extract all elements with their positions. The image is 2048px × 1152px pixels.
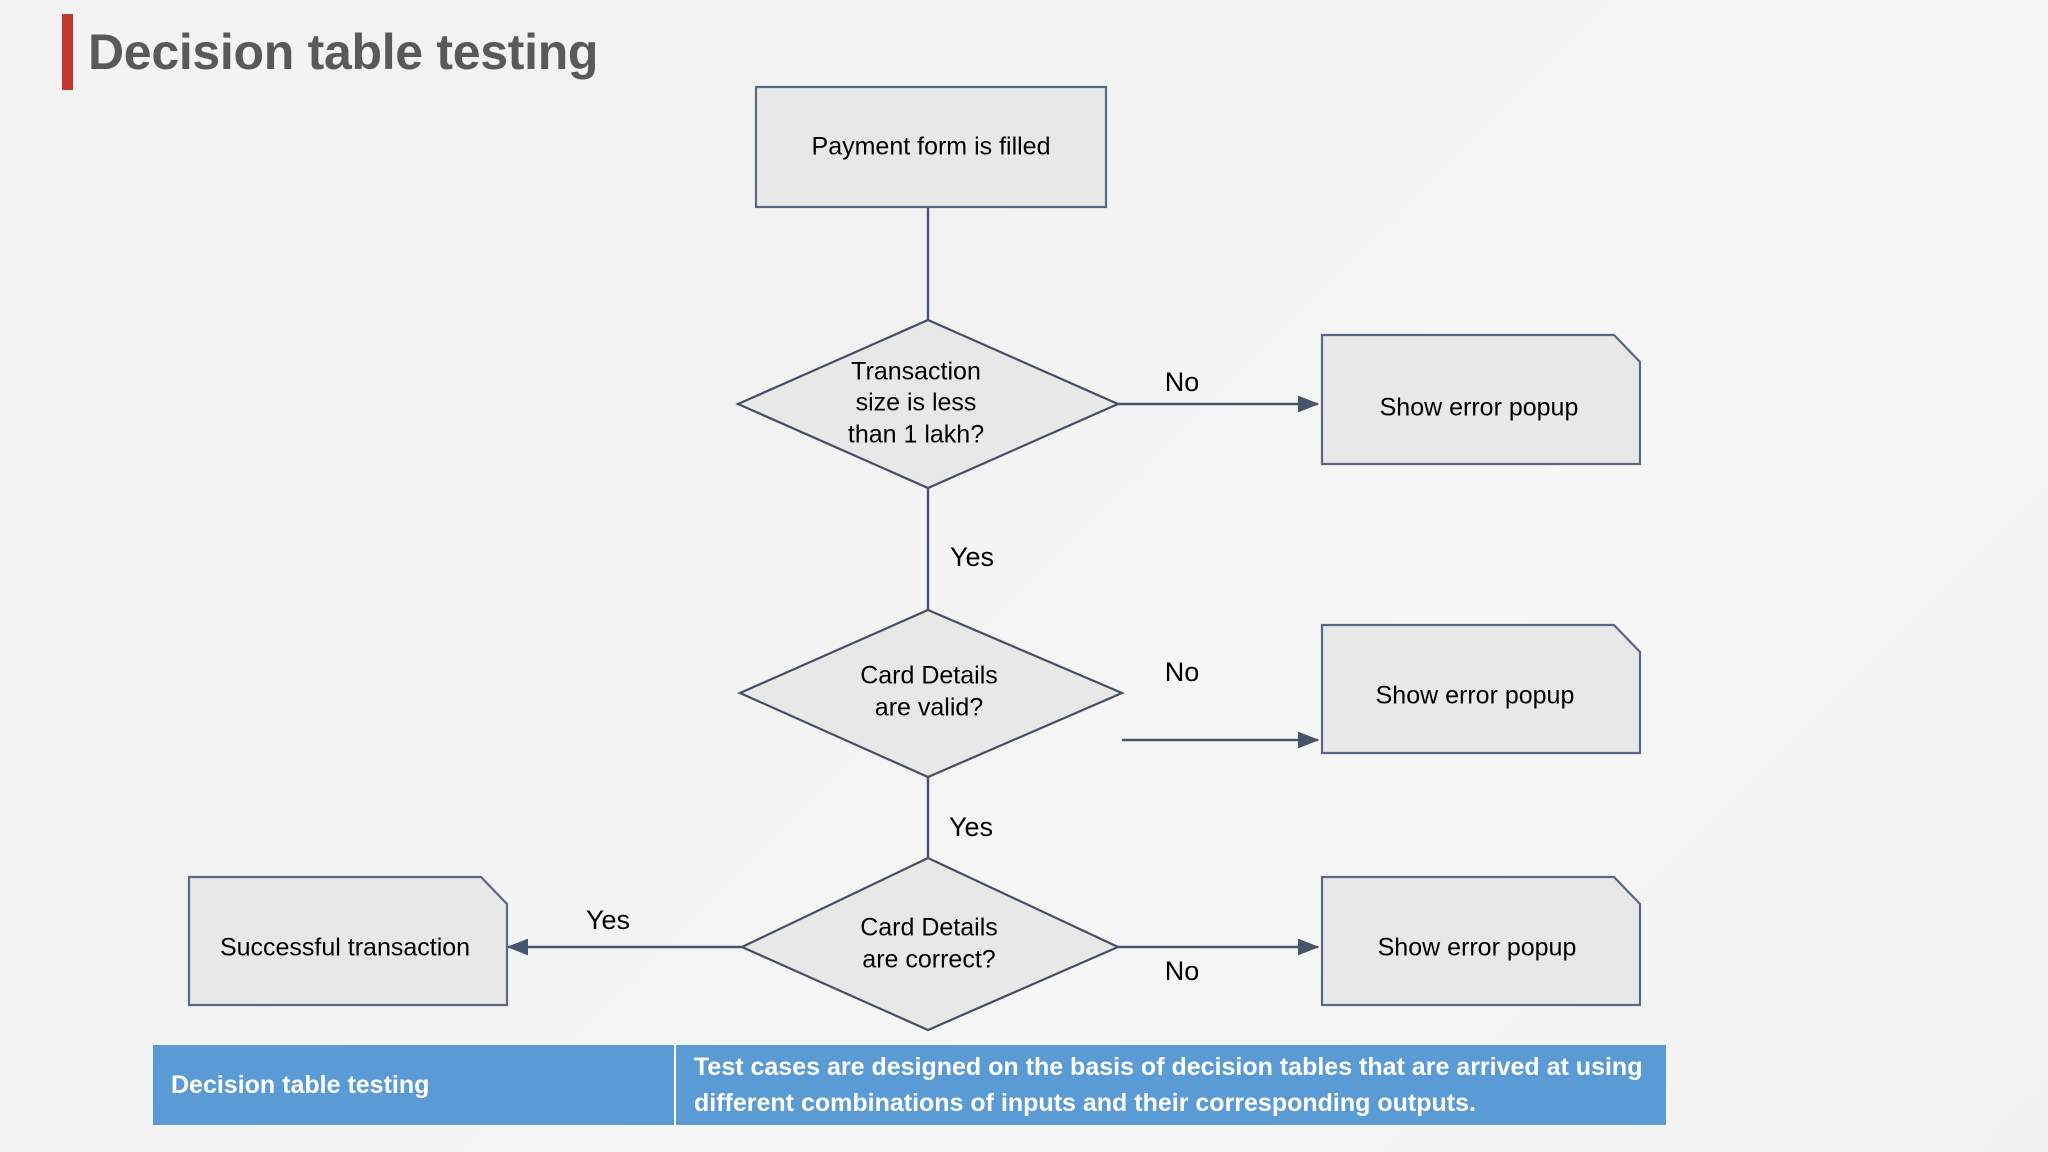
edge-label-decision1-yes: Yes bbox=[950, 542, 994, 572]
node-transaction-size-decision[interactable]: Transaction size is less than 1 lakh? bbox=[735, 318, 1121, 490]
edge-label-decision3-yes: Yes bbox=[586, 905, 630, 935]
node-show-error-popup-1[interactable]: Show error popup bbox=[1320, 333, 1642, 466]
node-label-decision1-line1: Transaction bbox=[851, 358, 981, 386]
edge-label-decision1-no: No bbox=[1165, 367, 1200, 397]
edge-label-decision2-no: No bbox=[1165, 657, 1200, 687]
node-label-decision3-line1: Card Details bbox=[860, 914, 998, 942]
page-title: Decision table testing bbox=[88, 24, 599, 80]
edge-label-decision3-no: No bbox=[1165, 956, 1200, 986]
node-successful-transaction[interactable]: Successful transaction bbox=[187, 875, 509, 1007]
banner-description-cell: Test cases are designed on the basis of … bbox=[676, 1045, 1666, 1125]
node-show-error-popup-2[interactable]: Show error popup bbox=[1320, 623, 1642, 755]
node-show-error-popup-3[interactable]: Show error popup bbox=[1320, 875, 1642, 1007]
title-accent-bar bbox=[62, 14, 73, 90]
node-label-error3: Show error popup bbox=[1378, 934, 1577, 962]
node-card-details-valid-decision[interactable]: Card Details are valid? bbox=[737, 608, 1125, 779]
node-label-decision2-line2: are valid? bbox=[875, 694, 983, 722]
definition-banner: Decision table testing Test cases are de… bbox=[153, 1045, 1666, 1125]
banner-term-cell: Decision table testing bbox=[153, 1045, 676, 1125]
banner-term-label: Decision table testing bbox=[171, 1071, 430, 1099]
node-label-decision3-line2: are correct? bbox=[862, 946, 995, 974]
node-label-start: Payment form is filled bbox=[812, 133, 1051, 161]
node-label-success: Successful transaction bbox=[220, 934, 470, 962]
node-label-decision1-line3: than 1 lakh? bbox=[848, 421, 984, 449]
edge-label-decision2-yes: Yes bbox=[949, 812, 993, 842]
node-card-details-correct-decision[interactable]: Card Details are correct? bbox=[739, 856, 1121, 1032]
node-payment-form-is-filled[interactable]: Payment form is filled bbox=[754, 85, 1108, 209]
banner-description-label: Test cases are designed on the basis of … bbox=[694, 1053, 1643, 1117]
node-label-error1: Show error popup bbox=[1380, 394, 1579, 422]
node-label-decision1-line2: size is less bbox=[856, 389, 977, 417]
node-label-decision2-line1: Card Details bbox=[860, 662, 998, 690]
node-label-error2: Show error popup bbox=[1376, 682, 1575, 710]
